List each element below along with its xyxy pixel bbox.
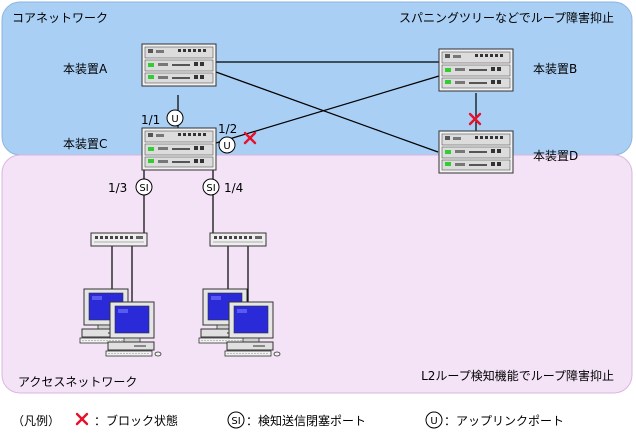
uplink-badge-1-1: U [166, 109, 184, 127]
svg-text:U: U [223, 141, 230, 152]
access-network-zone [1, 154, 633, 394]
core-network-note: スパニングツリーなどでループ障害抑止 [399, 10, 614, 25]
legend-u-badge: U [425, 411, 443, 429]
access-network-note: L2ループ検知機能でループ障害抑止 [421, 368, 614, 383]
legend-si-badge: SI [227, 411, 245, 429]
legend-blocked-label: ：ブロック状態 [94, 413, 178, 428]
device-label-a: 本装置A [63, 62, 108, 76]
device-label-b: 本装置B [533, 62, 577, 76]
switch-d[interactable] [438, 130, 514, 174]
legend-title: （凡例） [12, 414, 60, 428]
link-c-b [215, 75, 440, 144]
device-label-d: 本装置D [533, 149, 578, 163]
svg-text:SI: SI [206, 183, 215, 194]
links [111, 61, 477, 304]
svg-text:U: U [171, 114, 178, 125]
core-network-label: コアネットワーク [12, 11, 108, 25]
blocked-marker-b-d [468, 112, 482, 126]
svg-text:SI: SI [139, 183, 148, 194]
pc-4[interactable] [224, 301, 281, 357]
access-switch-2[interactable] [209, 232, 267, 247]
legend-block-icon [75, 412, 89, 426]
legend-u-label: ：アップリンクポート [444, 414, 564, 428]
port-label-1-3: 1/3 [108, 181, 127, 195]
access-switch-1[interactable] [90, 232, 148, 247]
switch-c[interactable] [141, 127, 217, 171]
legend-si-label: ：検知送信閉塞ポート [246, 413, 366, 428]
blocked-marker-c-b [243, 131, 257, 145]
port-label-1-1: 1/1 [141, 113, 160, 127]
port-label-1-4: 1/4 [224, 181, 243, 195]
port-label-1-2: 1/2 [218, 122, 237, 136]
access-network-label: アクセスネットワーク [18, 375, 137, 389]
detect-badge-1-4: SI [202, 178, 220, 196]
svg-text:U: U [430, 416, 437, 427]
link-a-d [215, 71, 439, 153]
device-label-c: 本装置C [63, 137, 107, 151]
switch-a[interactable] [141, 43, 217, 87]
switch-b[interactable] [438, 48, 514, 92]
pc-2[interactable] [105, 301, 162, 357]
uplink-badge-1-2: U [218, 136, 236, 154]
detect-badge-1-3: SI [135, 178, 153, 196]
svg-text:SI: SI [231, 416, 240, 427]
